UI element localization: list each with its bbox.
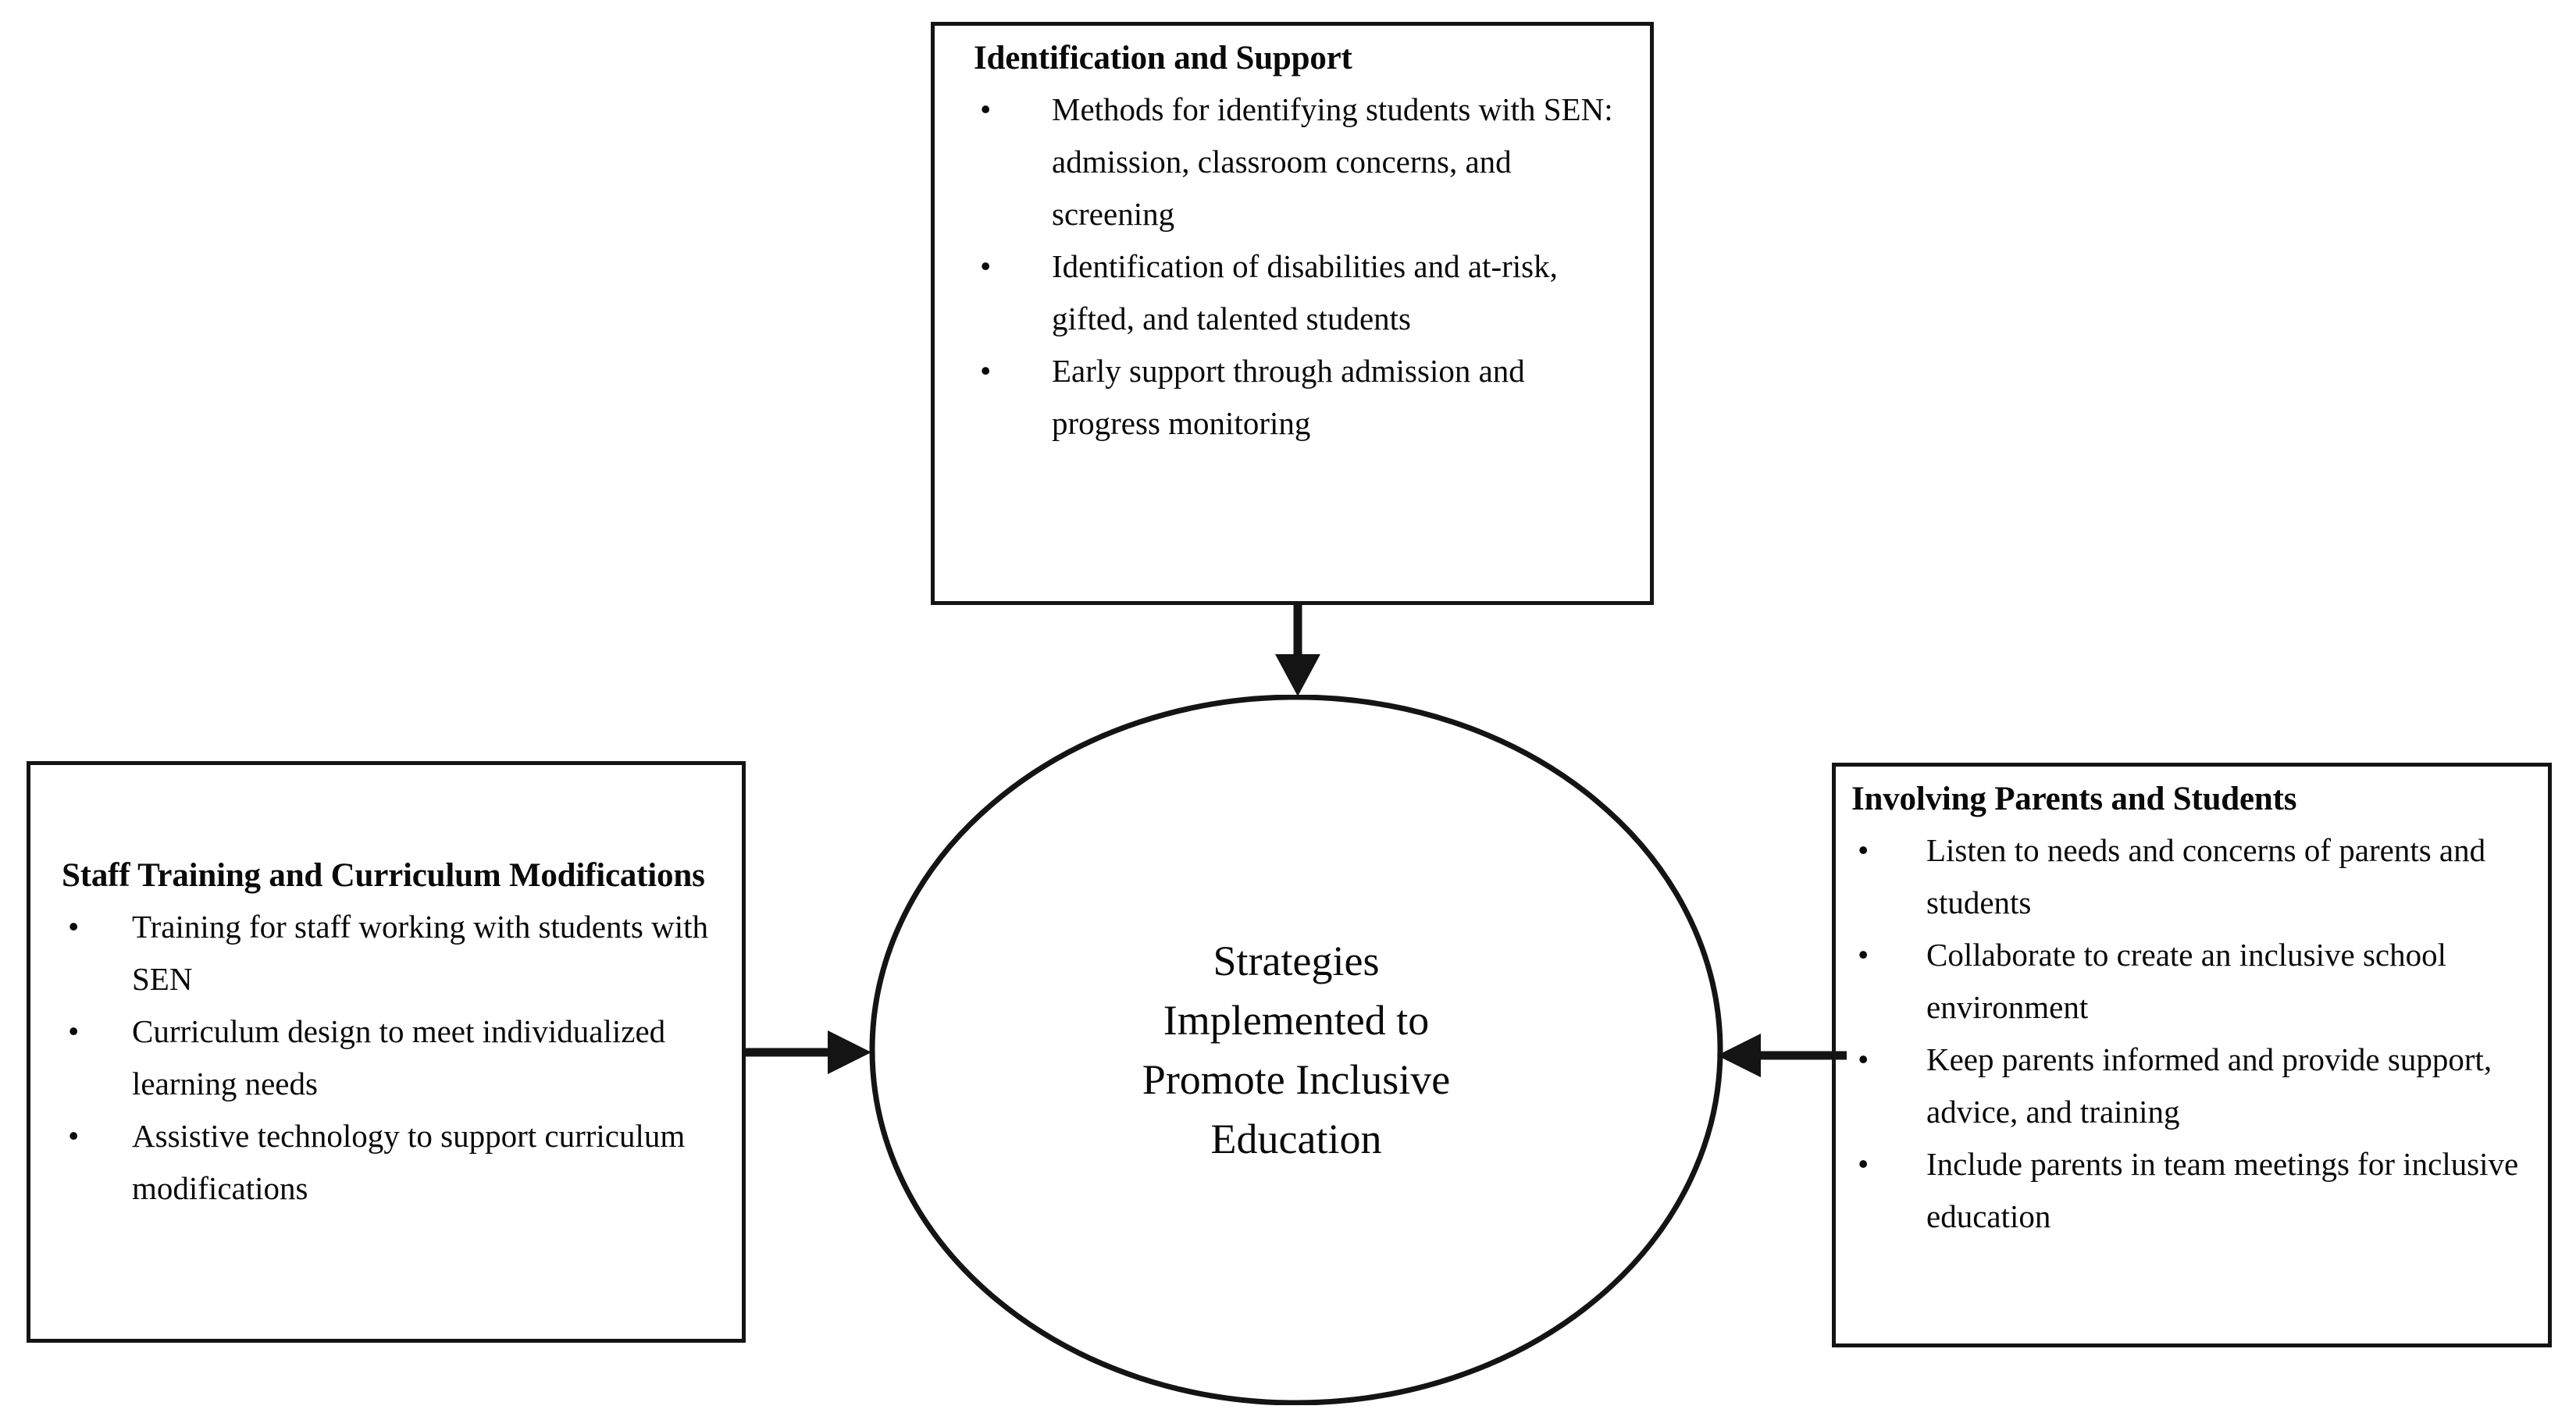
- arrow-left-to-center: [742, 1030, 871, 1074]
- box-staff-training-and-curriculum-modifications[interactable]: Staff Training and Curriculum Modificati…: [27, 761, 746, 1343]
- list-item-text: Keep parents informed and provide suppor…: [1926, 1041, 2492, 1130]
- bullet-list: • Methods for identifying students with …: [974, 84, 1636, 450]
- list-item: • Listen to needs and concerns of parent…: [1851, 824, 2534, 929]
- box-involving-parents-and-students[interactable]: Involving Parents and Students • Listen …: [1832, 763, 2552, 1347]
- bullet-point-icon: •: [1858, 1041, 1869, 1077]
- bullet-point-icon: •: [980, 353, 992, 389]
- list-item-text: Include parents in team meetings for inc…: [1926, 1146, 2519, 1234]
- bullet-list: • Listen to needs and concerns of parent…: [1851, 824, 2534, 1243]
- bullet-point-icon: •: [68, 1013, 80, 1049]
- bullet-point-icon: •: [68, 909, 80, 945]
- list-item: • Early support through admission and pr…: [974, 345, 1636, 450]
- list-item: • Keep parents informed and provide supp…: [1851, 1034, 2534, 1138]
- list-item-text: Training for staff working with students…: [132, 909, 708, 997]
- list-item-text: Methods for identifying students with SE…: [1052, 91, 1613, 232]
- box-content: Identification and Support • Methods for…: [935, 26, 1650, 457]
- list-item: • Include parents in team meetings for i…: [1851, 1138, 2534, 1243]
- bullet-point-icon: •: [1858, 937, 1869, 973]
- list-item-text: Assistive technology to support curricul…: [132, 1118, 686, 1206]
- list-item-text: Identification of disabilities and at-ri…: [1052, 248, 1558, 336]
- bullet-list: • Training for staff working with studen…: [62, 901, 728, 1215]
- box-title: Involving Parents and Students: [1851, 781, 2297, 817]
- arrow-top-to-center: [1275, 601, 1320, 696]
- list-item: • Identification of disabilities and at-…: [974, 240, 1636, 345]
- center-node-strategies[interactable]: Strategies Implemented to Promote Inclus…: [869, 695, 1723, 1405]
- arrow-right-to-center: [1717, 1034, 1847, 1077]
- bullet-point-icon: •: [980, 91, 992, 127]
- bullet-point-icon: •: [68, 1118, 80, 1154]
- box-content: Involving Parents and Students • Listen …: [1836, 767, 2548, 1251]
- box-identification-and-support[interactable]: Identification and Support • Methods for…: [931, 22, 1654, 605]
- ellipse-shape: [869, 695, 1723, 1405]
- bullet-point-icon: •: [1858, 1146, 1869, 1182]
- center-node-label: Strategies Implemented to Promote Inclus…: [1142, 938, 1451, 1162]
- bullet-point-icon: •: [1858, 832, 1869, 868]
- box-title: Staff Training and Curriculum Modificati…: [62, 857, 705, 894]
- list-item: • Training for staff working with studen…: [62, 901, 728, 1005]
- list-item-text: Listen to needs and concerns of parents …: [1926, 832, 2486, 920]
- box-content: Staff Training and Curriculum Modificati…: [30, 765, 742, 1222]
- list-item: • Curriculum design to meet individualiz…: [62, 1005, 728, 1110]
- list-item-text: Collaborate to create an inclusive schoo…: [1926, 937, 2447, 1025]
- list-item: • Collaborate to create an inclusive sch…: [1851, 929, 2534, 1034]
- list-item-text: Early support through admission and prog…: [1052, 353, 1525, 441]
- list-item: • Assistive technology to support curric…: [62, 1110, 728, 1215]
- box-title: Identification and Support: [974, 40, 1352, 77]
- list-item: • Methods for identifying students with …: [974, 84, 1636, 240]
- bullet-point-icon: •: [980, 248, 992, 284]
- list-item-text: Curriculum design to meet individualized…: [132, 1013, 666, 1101]
